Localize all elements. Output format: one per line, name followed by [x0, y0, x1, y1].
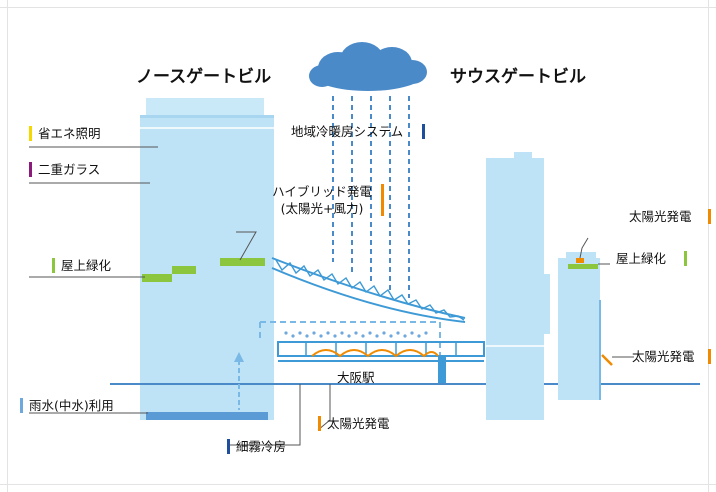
station-pillar [438, 356, 446, 384]
label-hybrid-line1: ハイブリッド発電 [272, 184, 372, 199]
label-energy-saving-lighting: 省エネ照明 [38, 126, 101, 141]
left-border [7, 0, 8, 492]
north-building-roofline [140, 115, 274, 118]
green-marker-left [52, 258, 55, 273]
rain-lines [332, 96, 410, 298]
north-gate-building-title: ノースゲートビル [136, 67, 272, 87]
north-building-tower [140, 115, 274, 420]
south-gate-building-title: サウスゲートビル [450, 67, 586, 87]
south-building-cap [514, 152, 532, 158]
label-rainwater: 雨水(中水)利用 [29, 398, 114, 413]
right-border [708, 0, 709, 492]
label-district-heating: 地域冷暖房システム [291, 124, 404, 139]
yellow-marker [29, 126, 32, 141]
roof-green-top [220, 258, 265, 266]
platform-solar-arcs [311, 349, 439, 358]
purple-marker [29, 162, 32, 177]
label-solar-right-top: 太陽光発電 [629, 209, 692, 224]
bottom-border [0, 484, 716, 485]
label-mist-cooling: 細霧冷房 [236, 439, 287, 454]
cloud-icon [309, 42, 427, 91]
orange-marker-right-bottom [708, 349, 711, 364]
south-link [544, 274, 550, 334]
label-roof-greening-left: 屋上緑化 [61, 258, 112, 273]
navy-marker-district [422, 124, 425, 139]
roof-green-step-1 [142, 274, 172, 282]
navy-marker-mist [227, 439, 230, 454]
label-solar-bottom: 太陽光発電 [327, 416, 390, 431]
label-osaka-station: 大阪駅 [337, 370, 375, 385]
south-solar-wall [601, 354, 613, 366]
truss-top-chord [271, 257, 466, 319]
orange-marker-bottom [318, 416, 321, 431]
orange-marker-hybrid [381, 184, 384, 216]
south-building-tower [486, 158, 544, 420]
label-solar-right-bottom: 太陽光発電 [632, 349, 695, 364]
water-arrow-head [234, 352, 244, 362]
roof-green-step-2 [172, 266, 196, 274]
south-solar-panel [576, 258, 584, 263]
orange-marker-right-top [708, 209, 711, 224]
truss-web [275, 259, 465, 321]
truss-bottom-chord [271, 267, 466, 323]
north-building-top-block [146, 98, 264, 115]
top-border [0, 7, 716, 8]
leader-lines [29, 146, 634, 446]
mist-dots [284, 331, 428, 338]
label-double-glass: 二重ガラス [38, 162, 101, 177]
green-marker-right [684, 251, 687, 266]
rainwater-tank [146, 412, 268, 420]
south-roof-green [568, 264, 598, 269]
south-annex [558, 258, 600, 400]
label-hybrid-line2: (太陽光+風力) [280, 201, 364, 216]
lightblue-marker [20, 398, 23, 413]
platform-upper-deck [277, 341, 485, 357]
label-roof-greening-right: 屋上緑化 [616, 251, 667, 266]
